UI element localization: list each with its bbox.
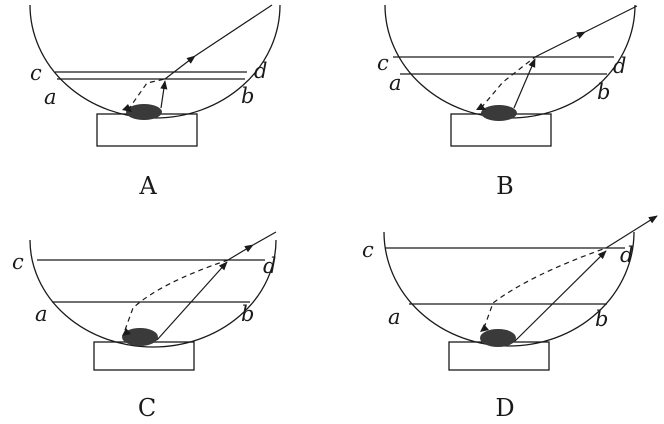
coin [481, 105, 517, 121]
label-c: c [12, 250, 24, 274]
panel-c: c d a b C [12, 231, 277, 422]
virtual-ray-arrow [122, 328, 131, 336]
refracted-ray-extension [252, 231, 277, 246]
virtual-ray [480, 56, 536, 109]
refracted-ray [605, 215, 658, 249]
incident-ray [514, 250, 607, 342]
label-d: d [613, 54, 626, 78]
label-b: b [597, 80, 610, 104]
label-d: d [263, 254, 276, 278]
virtual-ray [127, 78, 166, 111]
caption-b: B [496, 172, 514, 200]
label-d: d [620, 243, 633, 267]
incident-ray [160, 80, 168, 109]
incident-ray [156, 261, 228, 341]
panel-a: c d a b A [29, 4, 281, 200]
bowl-outline [383, 231, 635, 347]
label-a: a [35, 302, 48, 326]
label-a: a [44, 85, 57, 109]
coin [122, 328, 158, 346]
virtual-ray [124, 259, 229, 331]
virtual-ray [483, 247, 607, 329]
refracted-ray [534, 31, 586, 58]
label-b: b [595, 307, 608, 331]
label-b: b [241, 302, 254, 326]
virtual-ray-arrow [480, 324, 489, 332]
refracted-ray [227, 244, 254, 261]
refracted-ray-extension [194, 4, 273, 57]
panel-b: c d a b B [377, 4, 638, 200]
caption-a: A [138, 172, 157, 200]
virtual-ray-arrow [122, 104, 132, 112]
label-c: c [30, 61, 42, 85]
refracted-ray-extension [584, 5, 638, 33]
refracted-ray [164, 55, 196, 80]
incident-ray [513, 58, 536, 109]
coin [126, 104, 162, 120]
label-a: a [388, 305, 401, 329]
label-c: c [362, 238, 374, 262]
bowl-outline [29, 239, 277, 348]
label-d: d [254, 59, 267, 83]
label-a: a [389, 71, 402, 95]
caption-c: C [138, 394, 156, 422]
virtual-ray-arrow [476, 103, 486, 110]
label-c: c [377, 51, 389, 75]
coin [480, 329, 516, 347]
caption-d: D [495, 394, 514, 422]
panel-d: c d a b D [362, 215, 658, 422]
label-b: b [241, 84, 254, 108]
